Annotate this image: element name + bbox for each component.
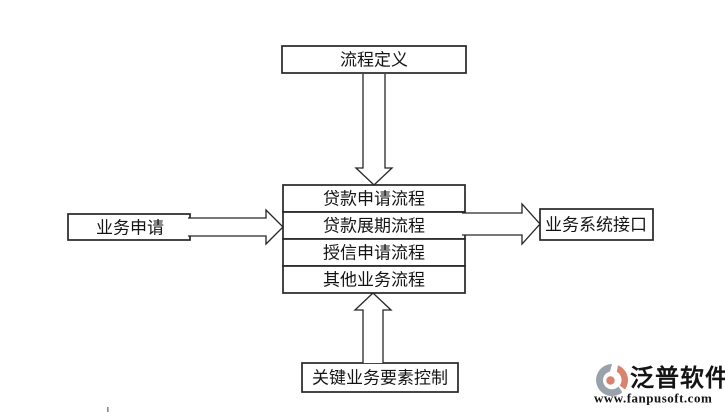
label-credit-application-process: 授信申请流程 <box>323 244 425 263</box>
box-business-system-interface <box>539 208 654 241</box>
label-loan-application-process: 贷款申请流程 <box>323 190 425 209</box>
label-process-definition: 流程定义 <box>340 51 408 70</box>
fanpu-brand-text: 泛普软件 <box>630 364 725 392</box>
label-other-business-process: 其他业务流程 <box>323 271 425 290</box>
label-business-system-interface: 业务系统接口 <box>545 216 647 235</box>
box-business-request <box>67 213 191 241</box>
stack-row-box-other-business <box>282 265 466 294</box>
stray-mark <box>107 407 109 412</box>
control-to-stack-arrow <box>353 292 393 363</box>
label-key-element-control: 关键业务要素控制 <box>312 369 448 388</box>
process-definition-to-stack-arrow <box>354 74 394 186</box>
fanpu-logo: 泛普软件 www.fanpusoft.com <box>594 364 725 406</box>
label-business-request: 业务申请 <box>96 219 164 238</box>
label-loan-extension-process: 贷款展期流程 <box>323 217 425 236</box>
stack-row-box-credit-application <box>282 238 466 267</box>
fanpu-logo-gray-swirl-icon <box>596 364 623 396</box>
business-request-to-stack-arrow <box>188 208 284 246</box>
fanpu-url-text: www.fanpusoft.com <box>594 391 712 406</box>
box-process-definition <box>281 45 467 74</box>
stack-to-interface-arrow <box>462 202 541 246</box>
fanpu-logo-coral-dot-icon <box>606 376 615 385</box>
box-key-element-control <box>301 362 459 393</box>
fanpu-logo-coral-wing-icon <box>616 365 629 390</box>
